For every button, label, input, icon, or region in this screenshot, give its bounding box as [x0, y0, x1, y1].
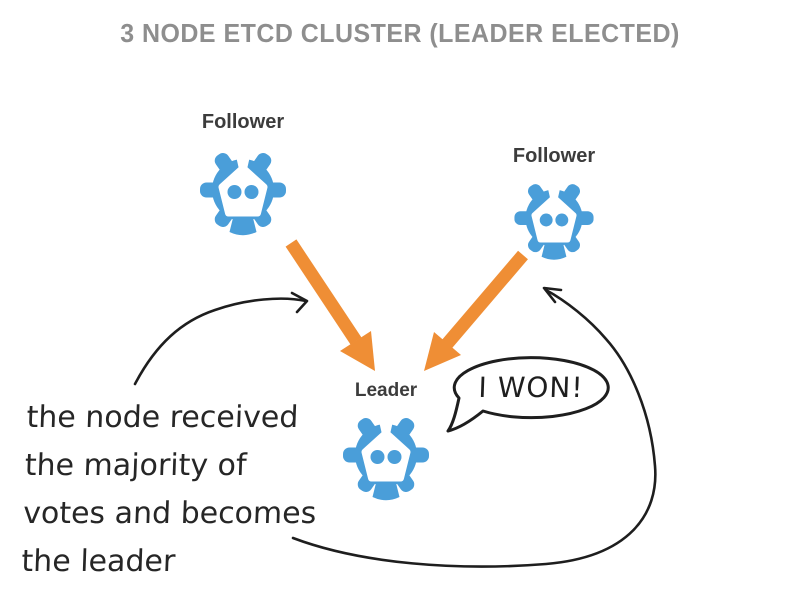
annotation-text: the node received the majority of votes … [21, 394, 321, 586]
speech-bubble-text: I WON! [477, 371, 585, 404]
arrow-shaft [285, 239, 362, 345]
arrow-curve [133, 297, 308, 386]
arrow-head [424, 332, 461, 371]
speech-bubble-shape [446, 356, 610, 433]
annotation-line: the leader [20, 544, 176, 579]
node-label: Follower [201, 111, 285, 133]
node-label: Leader [354, 380, 418, 401]
annotation-line: the node received [25, 400, 300, 435]
arrow-head [542, 286, 563, 304]
annotation-arrow-left [133, 291, 309, 386]
annotation-line: the majority of [24, 448, 248, 483]
etcd-gear-icon [193, 142, 293, 242]
node-label: Follower [512, 145, 596, 167]
arrow-shaft [442, 250, 528, 349]
arrow-curve [291, 288, 657, 568]
node-leader: Leader [336, 380, 436, 507]
node-follower-left: Follower [193, 110, 293, 242]
arrow-head [340, 331, 375, 371]
etcd-gear-icon [508, 174, 600, 266]
node-follower-right: Follower [508, 144, 600, 266]
vote-arrow-left [285, 239, 375, 371]
arrow-head [290, 291, 309, 314]
vote-arrow-right [424, 250, 528, 371]
annotation-line: votes and becomes [22, 496, 317, 531]
etcd-gear-icon [336, 407, 436, 507]
diagram-title: 3 NODE ETCD CLUSTER (LEADER ELECTED) [120, 18, 680, 48]
annotation-arrow-right [291, 286, 657, 568]
